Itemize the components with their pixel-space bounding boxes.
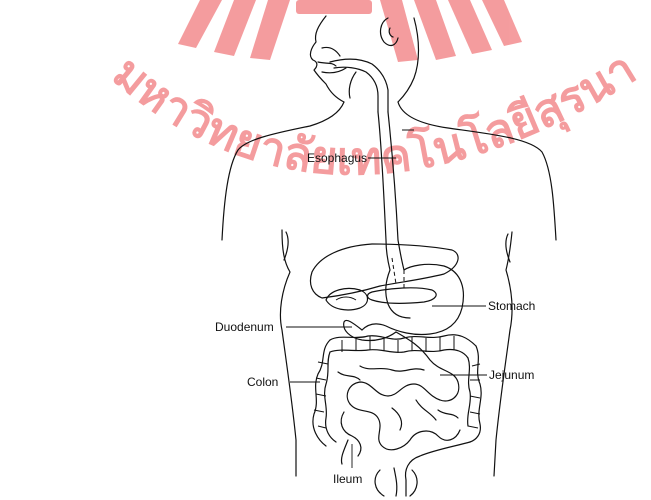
gallbladder (326, 288, 368, 309)
pancreas (368, 288, 437, 303)
stomach (362, 264, 463, 334)
label-duodenum-group: Duodenum (215, 320, 352, 334)
watermark-seal (178, 0, 522, 62)
label-jejunum: Jejunum (489, 368, 534, 382)
label-duodenum: Duodenum (215, 320, 274, 334)
label-colon: Colon (247, 375, 278, 389)
label-jejunum-group: Jejunum (440, 368, 534, 382)
label-esophagus: Esophagus (307, 151, 367, 165)
colon (313, 335, 481, 446)
label-ileum: Ileum (333, 472, 362, 486)
label-colon-group: Colon (247, 375, 320, 389)
label-stomach-group: Stomach (432, 299, 535, 313)
label-ileum-group: Ileum (333, 444, 362, 486)
label-stomach: Stomach (488, 299, 535, 313)
oral-pharynx (330, 59, 388, 112)
